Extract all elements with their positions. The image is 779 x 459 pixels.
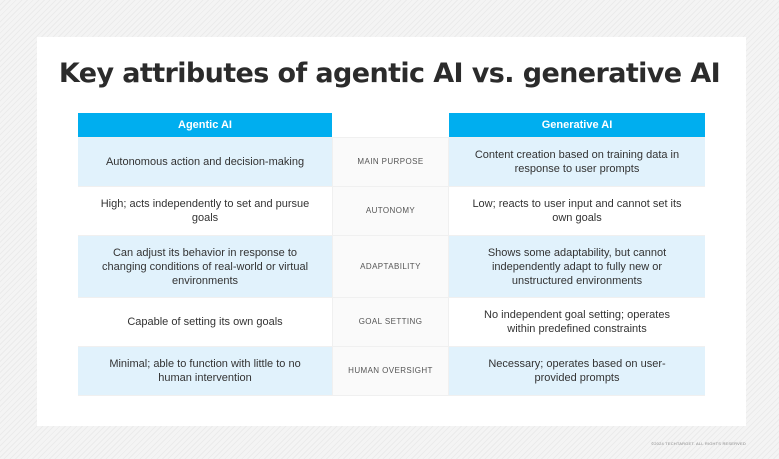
generative-cell: Content creation based on training data … [449, 138, 705, 186]
generative-cell: Necessary; operates based on user-provid… [449, 347, 705, 395]
header-attribute [332, 113, 449, 137]
agentic-cell: Capable of setting its own goals [127, 316, 283, 328]
agentic-cell: High; acts independently to set and purs… [100, 198, 310, 224]
page-title: Key attributes of agentic AI vs. generat… [58, 58, 721, 89]
header-agentic-ai: Agentic AI [78, 113, 332, 137]
generative-cell: No independent goal setting; operates wi… [484, 309, 670, 335]
header-generative-ai: Generative AI [449, 113, 705, 137]
table-row: High; acts independently to set and purs… [78, 187, 705, 236]
attribute-cell: MAIN PURPOSE [332, 138, 449, 186]
attribute-cell: GOAL SETTING [332, 298, 449, 346]
generative-cell: Low; reacts to user input and cannot set… [472, 198, 682, 224]
table-row: Minimal; able to function with little to… [78, 347, 705, 396]
table-row: Capable of setting its own goals GOAL SE… [78, 298, 705, 347]
agentic-cell: Autonomous action and decision-making [78, 138, 332, 186]
table-row: Autonomous action and decision-making MA… [78, 138, 705, 187]
agentic-cell: Can adjust its behavior in response to c… [78, 236, 332, 297]
attribute-cell: AUTONOMY [332, 187, 449, 235]
agentic-cell: Minimal; able to function with little to… [78, 347, 332, 395]
table-header: Agentic AI Generative AI [78, 113, 705, 138]
table-row: Can adjust its behavior in response to c… [78, 236, 705, 298]
comparison-table: Agentic AI Generative AI Autonomous acti… [78, 113, 705, 396]
generative-cell: Shows some adaptability, but cannot inde… [449, 236, 705, 297]
attribute-cell: ADAPTABILITY [332, 236, 449, 297]
copyright-notice: ©2024 TECHTARGET. ALL RIGHTS RESERVED [651, 441, 746, 446]
attribute-cell: HUMAN OVERSIGHT [332, 347, 449, 395]
